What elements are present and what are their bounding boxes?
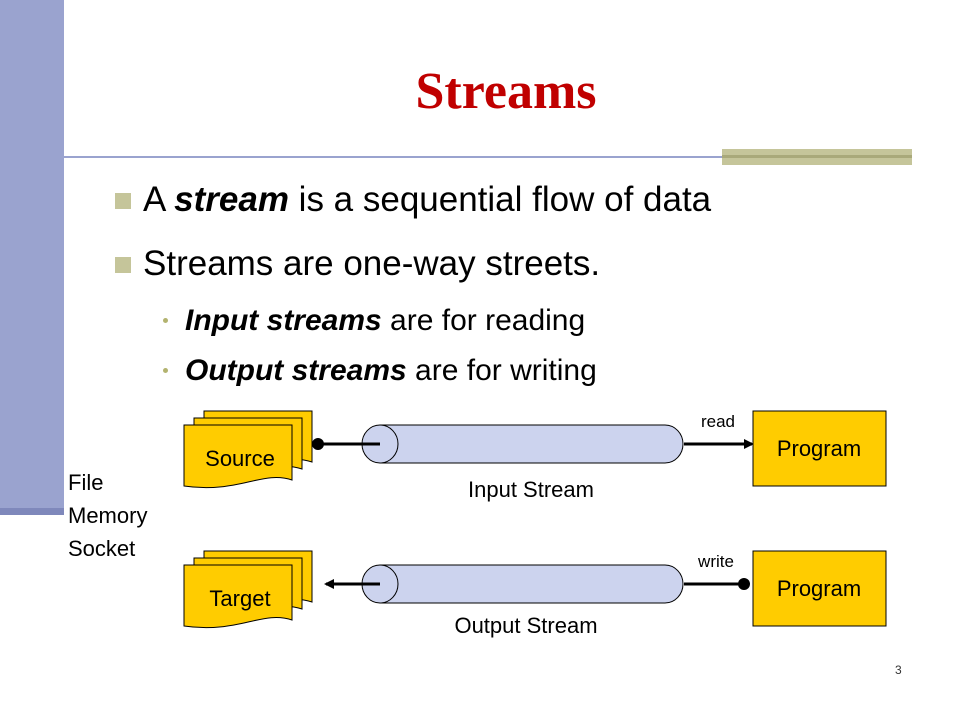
page-number: 3 [895, 663, 902, 677]
slide-title: Streams [415, 63, 597, 120]
program-bottom-label: Program [777, 576, 861, 601]
bullet-1: A stream is a sequential flow of data [115, 180, 712, 220]
endpoint-kind-socket: Socket [68, 536, 135, 561]
bullet-1-suffix: is a sequential flow of data [288, 180, 712, 219]
bullet-2: Streams are one-way streets. [115, 244, 601, 284]
endpoint-kind-memory: Memory [68, 503, 147, 528]
left-accent-bar [0, 0, 64, 515]
target-document-stack [183, 550, 313, 629]
bullet-1-prefix: A [143, 180, 175, 219]
output-stream-pipe [361, 564, 684, 604]
title-rule [40, 156, 910, 158]
sub-bullet-2: Output streams are for writing [163, 354, 597, 388]
program-output-dot [738, 578, 750, 590]
output-stream-label: Output Stream [454, 613, 597, 638]
dot-bullet-icon [163, 368, 168, 373]
target-label: Target [209, 586, 270, 611]
input-stream-pipe [361, 424, 684, 464]
program-box-top [752, 410, 887, 487]
sub-bullet-2-emphasis: Output streams [185, 354, 407, 387]
sub-bullet-1-emphasis: Input streams [185, 304, 382, 337]
bullet-2-text: Streams are one-way streets. [143, 244, 601, 283]
source-document-stack [183, 410, 313, 489]
square-bullet-icon [115, 193, 131, 209]
input-source-dot [312, 438, 324, 450]
read-label: read [701, 412, 735, 431]
title-accent-line [722, 155, 912, 158]
dot-bullet-icon [163, 318, 168, 323]
program-box-bottom [752, 550, 887, 627]
sub-bullet-1: Input streams are for reading [163, 304, 586, 338]
left-accent-bar-shadow [0, 508, 64, 515]
program-top-label: Program [777, 436, 861, 461]
square-bullet-icon [115, 257, 131, 273]
endpoint-kind-file: File [68, 470, 103, 495]
sub-bullet-1-suffix: are for reading [381, 304, 586, 337]
bullet-1-emphasis: stream [174, 180, 289, 219]
source-label: Source [205, 446, 275, 471]
input-stream-label: Input Stream [468, 477, 594, 502]
write-label: write [697, 552, 734, 571]
sub-bullet-2-suffix: are for writing [406, 354, 597, 387]
